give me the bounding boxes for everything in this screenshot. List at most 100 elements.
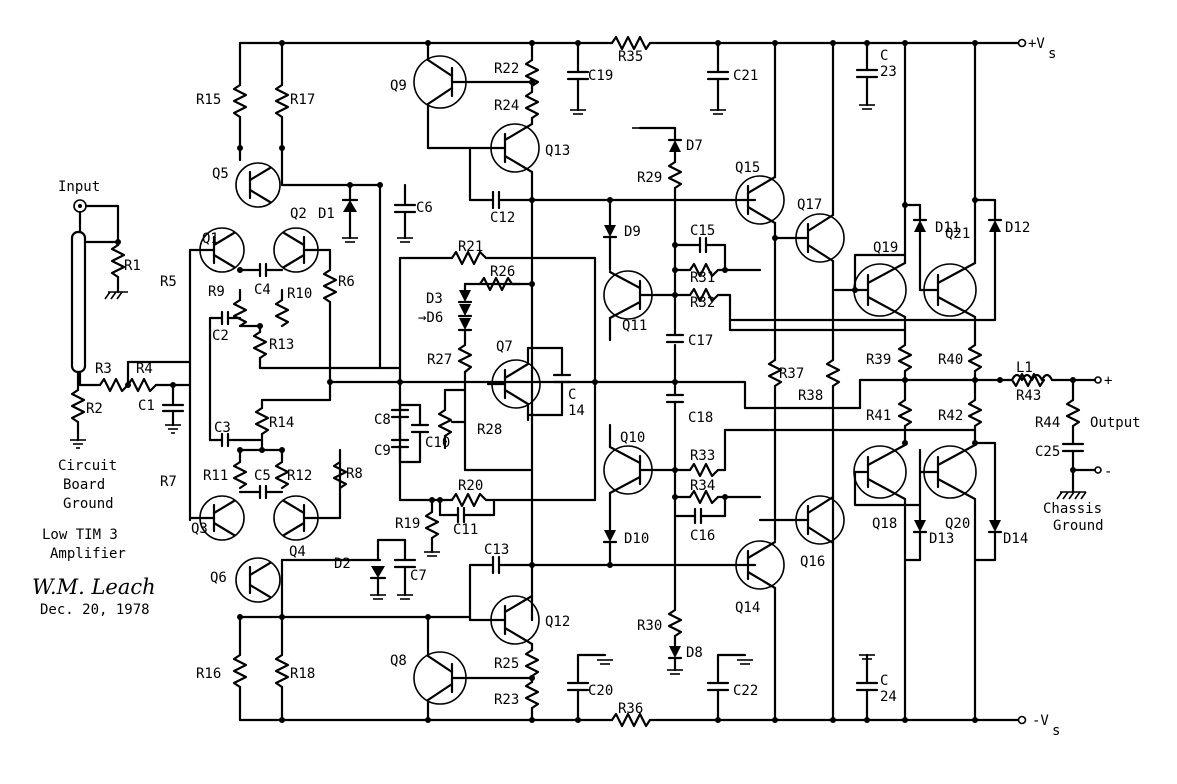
label-R11: R11	[203, 468, 228, 484]
label-R44: R44	[1035, 415, 1060, 431]
reference-diodes	[341, 183, 417, 600]
circuit-ground-line1: Circuit	[58, 458, 117, 474]
label-D3: D3	[426, 291, 443, 307]
label-R9: R9	[208, 284, 225, 300]
label-Q16: Q16	[800, 554, 825, 570]
label-C17: C17	[688, 333, 713, 349]
label-Q8: Q8	[390, 653, 407, 669]
label-C7: C7	[410, 568, 427, 584]
label-Q19: Q19	[873, 240, 898, 256]
label-R12: R12	[287, 468, 312, 484]
circuit-ground-line3: Ground	[63, 496, 114, 512]
label-C12: C12	[490, 210, 515, 226]
label-Q15: Q15	[735, 160, 760, 176]
input-section	[70, 199, 192, 449]
output-minus-label: -	[1104, 464, 1112, 480]
label-C23b: 23	[880, 64, 897, 80]
component-labels: R1 R2 R3 R4 R5 R6 R7 R8 R9 R10 R11 R12 R…	[86, 48, 1060, 717]
label-R14: R14	[269, 415, 294, 431]
label-C21: C21	[733, 68, 758, 84]
label-Q2: Q2	[290, 206, 307, 222]
label-C11: C11	[453, 522, 478, 538]
label-R39: R39	[866, 352, 891, 368]
label-Q21: Q21	[945, 226, 970, 242]
label-C14b: 14	[568, 403, 585, 419]
label-R27: R27	[427, 352, 452, 368]
vs-positive-label: +V	[1028, 36, 1045, 52]
label-R41: R41	[866, 408, 891, 424]
circuit-ground-line2: Board	[63, 477, 105, 493]
label-R5: R5	[160, 274, 177, 290]
label-R19: R19	[395, 516, 420, 532]
output-plus-label: +	[1104, 373, 1112, 389]
label-R7: R7	[160, 474, 177, 490]
label-R23: R23	[494, 692, 519, 708]
label-R31: R31	[690, 270, 715, 286]
driver-stage	[593, 126, 1002, 675]
label-D2: D2	[334, 556, 351, 572]
label-Q12: Q12	[545, 614, 570, 630]
label-Q18: Q18	[872, 516, 897, 532]
label-R17: R17	[290, 92, 315, 108]
label-R28: R28	[477, 422, 502, 438]
label-C13: C13	[484, 542, 509, 558]
label-D12: D12	[1005, 220, 1030, 236]
label-C18: C18	[688, 410, 713, 426]
label-R35: R35	[618, 49, 643, 65]
label-R26: R26	[490, 264, 515, 280]
junction-dots	[115, 40, 1076, 723]
label-C6: C6	[416, 200, 433, 216]
label-Q10: Q10	[620, 430, 645, 446]
label-R20: R20	[458, 478, 483, 494]
label-C22: C22	[733, 683, 758, 699]
label-C3: C3	[214, 420, 231, 436]
label-Q1: Q1	[202, 231, 219, 247]
label-R24: R24	[494, 98, 519, 114]
label-D8: D8	[686, 645, 703, 661]
label-C4: C4	[254, 282, 271, 298]
signal-labels: Input +V s -V s + - Output Circuit Board…	[58, 36, 1141, 739]
label-Q7: Q7	[496, 339, 513, 355]
label-R16: R16	[196, 666, 221, 682]
vs-negative-label: -V	[1032, 713, 1049, 729]
label-R38: R38	[798, 388, 823, 404]
label-C14a: C	[568, 387, 576, 403]
label-Q6: Q6	[210, 570, 227, 586]
label-D11: D11	[935, 220, 960, 236]
label-R22: R22	[494, 61, 519, 77]
label-C2: C2	[212, 328, 229, 344]
label-Q13: Q13	[545, 143, 570, 159]
label-R13: R13	[269, 337, 294, 353]
label-D7: D7	[686, 138, 703, 154]
label-C19: C19	[588, 68, 613, 84]
label-R25: R25	[494, 656, 519, 672]
label-R15: R15	[196, 92, 221, 108]
label-R3: R3	[95, 361, 112, 377]
label-D13: D13	[929, 531, 954, 547]
label-C16: C16	[690, 528, 715, 544]
label-R42: R42	[938, 408, 963, 424]
label-Q20: Q20	[945, 516, 970, 532]
label-C5: C5	[254, 468, 271, 484]
label-R2: R2	[86, 401, 103, 417]
label-R21: R21	[458, 239, 483, 255]
label-Q3: Q3	[191, 521, 208, 537]
label-Q14: Q14	[735, 600, 760, 616]
title-line2: Amplifier	[50, 546, 126, 562]
label-R8: R8	[346, 466, 363, 482]
label-R10: R10	[287, 286, 312, 302]
label-L1: L1	[1016, 360, 1033, 376]
label-Q11: Q11	[622, 318, 647, 334]
label-R29: R29	[637, 170, 662, 186]
label-C1: C1	[138, 398, 155, 414]
label-Q17: Q17	[797, 197, 822, 213]
decoupling-caps	[566, 41, 879, 722]
label-C10: C10	[425, 435, 450, 451]
label-R37: R37	[779, 366, 804, 382]
input-label: Input	[58, 179, 100, 195]
label-R40: R40	[938, 352, 963, 368]
label-C15: C15	[690, 223, 715, 239]
chassis-ground-line1: Chassis	[1043, 501, 1102, 517]
label-C8: C8	[374, 412, 391, 428]
